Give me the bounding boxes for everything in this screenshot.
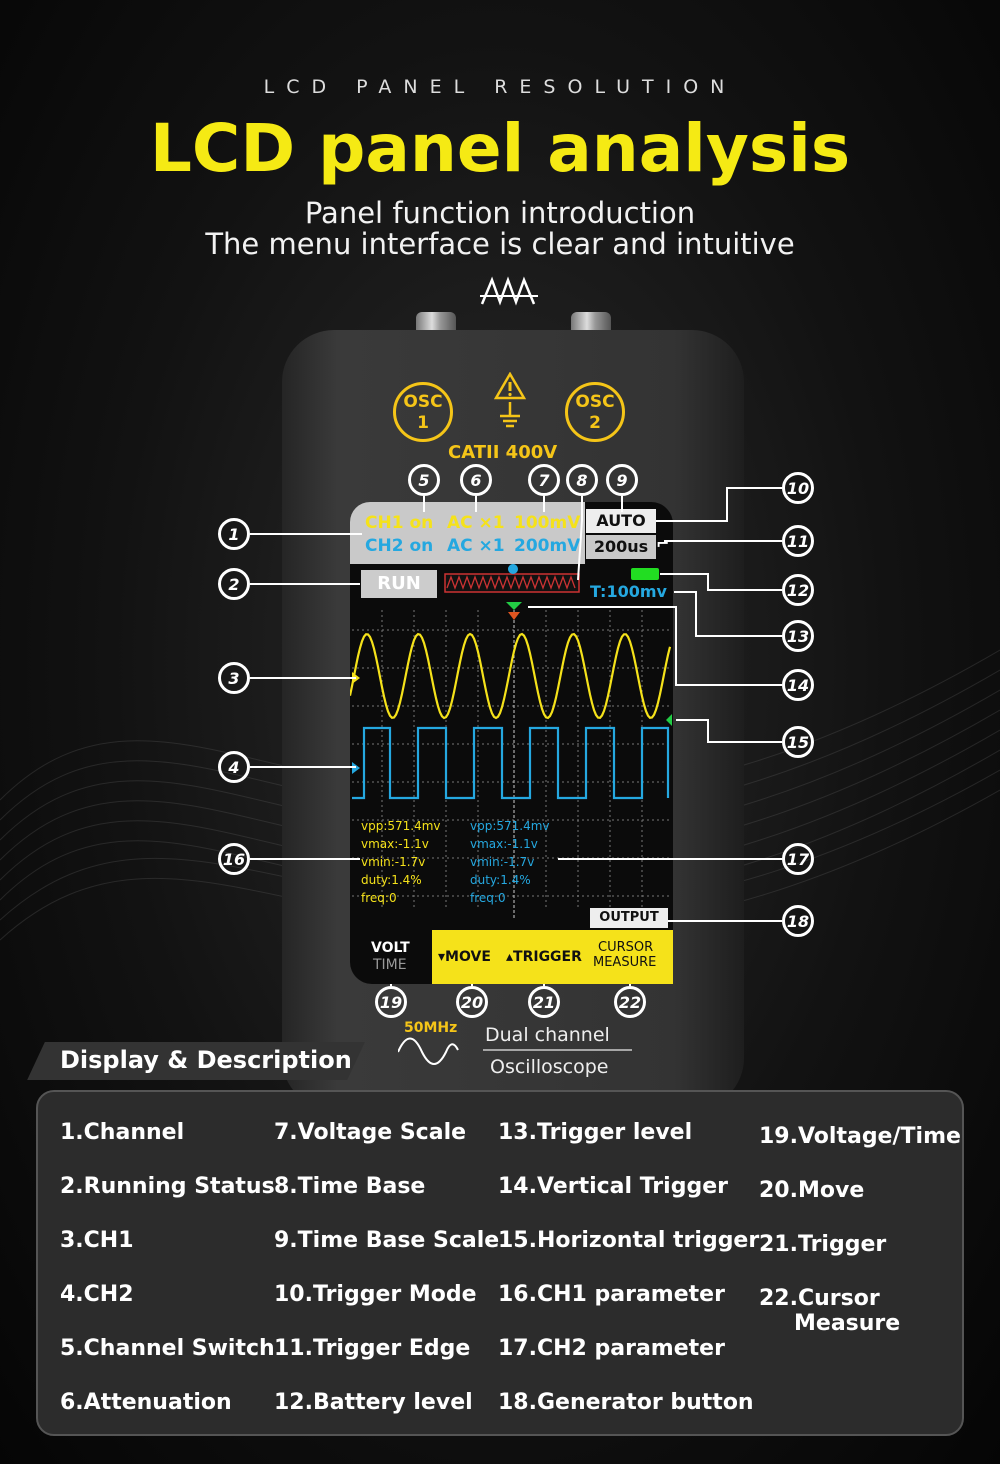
desc-item: 16.CH1 parameter [498, 1282, 725, 1307]
callout-2: 2 [218, 568, 250, 600]
page-title: LCD panel analysis [149, 110, 851, 187]
callout-19: 19 [375, 986, 407, 1018]
callout-13: 13 [782, 620, 814, 652]
desc-item: 5.Channel Switch [60, 1336, 275, 1361]
ch1-switch[interactable]: CH1 on [365, 513, 434, 533]
ch2-voltage-scale[interactable]: 200mV [514, 536, 581, 556]
desc-item: 14.Vertical Trigger [498, 1174, 728, 1199]
desc-item: 10.Trigger Mode [274, 1282, 477, 1307]
callout-14: 14 [782, 669, 814, 701]
intro-line-2: The menu interface is clear and intuitiv… [205, 227, 795, 261]
trigger-mode-button[interactable]: AUTO [586, 509, 656, 533]
desc-item: 8.Time Base [274, 1174, 426, 1199]
ch2-waveform [352, 726, 670, 800]
callout-21: 21 [528, 986, 560, 1018]
product-sine-icon [398, 1037, 632, 1065]
callout-18: 18 [782, 905, 814, 937]
header-subtitle: LCD PANEL RESOLUTION [263, 76, 737, 98]
waveform-icon [480, 276, 538, 306]
trigger-edge-icon[interactable]: ⌐ [656, 534, 670, 553]
desc-item: 21.Trigger [759, 1232, 887, 1257]
desc-item: 7.Voltage Scale [274, 1120, 467, 1145]
ch1-attenuation[interactable]: AC ×1 [447, 513, 505, 533]
trigger-level-readout: T:100mv [590, 582, 667, 601]
callout-lines [0, 0, 1000, 1100]
trigger-button[interactable]: ▴TRIGGER [506, 949, 582, 965]
desc-item: 20.Move [759, 1178, 865, 1203]
desc-item: 17.CH2 parameter [498, 1336, 725, 1361]
waveform-display [350, 602, 672, 920]
measure-button[interactable]: MEASURE [593, 955, 657, 970]
time-base-bar [444, 564, 580, 593]
desc-item: 3.CH1 [60, 1228, 134, 1253]
callout-11: 11 [782, 525, 814, 557]
warning-ground-icon [494, 372, 526, 428]
desc-item: 9.Time Base Scale [274, 1228, 500, 1253]
callout-10: 10 [782, 472, 814, 504]
bandwidth-label: 50MHz [404, 1020, 458, 1036]
product-line-1: Dual channel [485, 1024, 610, 1046]
callout-9: 9 [606, 464, 638, 496]
callout-6: 6 [460, 464, 492, 496]
callout-15: 15 [782, 726, 814, 758]
product-line-2: Oscilloscope [490, 1056, 609, 1078]
callout-7: 7 [528, 464, 560, 496]
desc-item: 12.Battery level [274, 1390, 473, 1415]
time-base-scale[interactable]: 200us [586, 535, 656, 559]
callout-17: 17 [782, 843, 814, 875]
desc-item: 4.CH2 [60, 1282, 134, 1307]
category-rating: CATII 400V [448, 442, 558, 463]
desc-item: 6.Attenuation [60, 1390, 232, 1415]
callout-20: 20 [456, 986, 488, 1018]
desc-item: 11.Trigger Edge [274, 1336, 471, 1361]
ch2-attenuation[interactable]: AC ×1 [447, 536, 505, 556]
cursor-button[interactable]: CURSOR [598, 940, 654, 955]
volt-button-label[interactable]: VOLT [371, 940, 410, 956]
callout-12: 12 [782, 574, 814, 606]
callout-22: 22 [614, 986, 646, 1018]
softkey-bar [432, 930, 673, 984]
move-button[interactable]: ▾MOVE [438, 949, 491, 965]
callout-4: 4 [218, 751, 250, 783]
run-status-button[interactable]: RUN [361, 570, 437, 598]
time-button-label[interactable]: TIME [373, 957, 407, 973]
battery-icon [631, 568, 659, 580]
callout-1: 1 [218, 518, 250, 550]
horizontal-trigger-marker [666, 714, 672, 726]
desc-item: 1.Channel [60, 1120, 185, 1145]
desc-item: 15.Horizontal trigger [498, 1228, 760, 1253]
vertical-trigger-marker [506, 602, 522, 610]
description-panel [36, 1090, 964, 1436]
ch1-voltage-scale[interactable]: 100mV [514, 513, 581, 533]
output-button[interactable]: OUTPUT [590, 908, 668, 928]
channel-header-panel [350, 502, 585, 564]
ch1-waveform [350, 632, 672, 720]
desc-item: 13.Trigger level [498, 1120, 693, 1145]
description-title: Display & Description [60, 1046, 352, 1074]
callout-3: 3 [218, 662, 250, 694]
desc-item: Measure [794, 1311, 901, 1336]
desc-item: 2.Running Status [60, 1174, 275, 1199]
desc-item: 19.Voltage/Time [759, 1124, 961, 1149]
desc-item: 22.Cursor [759, 1286, 880, 1311]
desc-item: 18.Generator button [498, 1390, 754, 1415]
callout-5: 5 [408, 464, 440, 496]
ch2-switch[interactable]: CH2 on [365, 536, 434, 556]
callout-8: 8 [566, 464, 598, 496]
intro-line-1: Panel function introduction [304, 196, 696, 230]
callout-16: 16 [218, 843, 250, 875]
